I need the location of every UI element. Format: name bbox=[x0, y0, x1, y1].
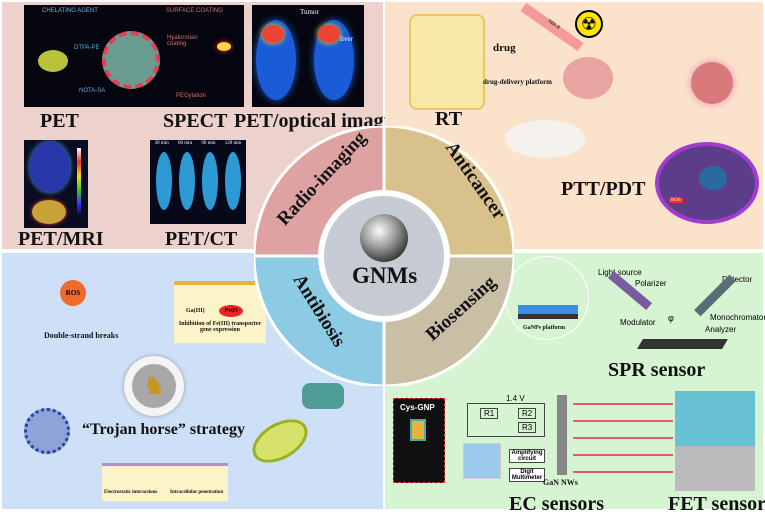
pet-mri-label: PET/MRI bbox=[18, 228, 104, 250]
liver-label: liver bbox=[340, 35, 353, 43]
spr-label: SPR sensor bbox=[608, 359, 706, 381]
bacteria-cluster bbox=[302, 383, 344, 409]
fet-diagram bbox=[675, 391, 755, 491]
angle-label: φ bbox=[668, 313, 674, 323]
ga-label: Ga(III) bbox=[186, 308, 205, 314]
polarizer-label: Polarizer bbox=[635, 279, 667, 288]
detector-icon bbox=[694, 274, 736, 317]
nanowire bbox=[557, 395, 567, 475]
pet-ct-image: 30 min 60 min 90 min 120 min bbox=[150, 140, 246, 224]
mouse-icon bbox=[505, 120, 585, 158]
cys-gnp-label: Cys-GNP bbox=[400, 403, 435, 412]
radiation-icon: ☢ bbox=[575, 10, 603, 38]
bacterium-icon bbox=[245, 410, 315, 472]
inhibition-label: Inhibition of Fe(III) transporter gene e… bbox=[178, 321, 262, 333]
ec-label: EC sensors bbox=[509, 493, 605, 515]
dna-strands bbox=[573, 393, 673, 475]
ptt-pdt-label: PTT/PDT bbox=[561, 178, 646, 200]
ros-sphere: ROS bbox=[60, 280, 86, 306]
anticancer-panel: RT drug drug-delivery platform NIR-II ☢ … bbox=[385, 2, 763, 249]
tumor-cluster bbox=[563, 57, 613, 99]
trojan-horse-badge: ♞ bbox=[124, 356, 184, 416]
trojan-label: “Trojan horse” strategy bbox=[82, 421, 245, 438]
voltage-label: 1.4 V bbox=[506, 394, 525, 403]
antibiosis-panel: ROS Double-strand breaks Ga(III) PvdS In… bbox=[2, 253, 383, 509]
dsb-label: Double-strand breaks bbox=[44, 331, 119, 340]
hyaluronan-label: Hyaluronan coating bbox=[167, 35, 198, 47]
pet-optical-image: Tumor liver bbox=[252, 5, 364, 107]
transporter-panel: Ga(III) PvdS Inhibition of Fe(III) trans… bbox=[174, 281, 266, 343]
pvds-label: PvdS bbox=[219, 305, 243, 317]
peg-label: PEGylation bbox=[176, 93, 207, 99]
ct-time-label: 120 min bbox=[224, 141, 242, 146]
beaker bbox=[463, 443, 501, 479]
dtpa-label: DTPA-PE bbox=[74, 45, 100, 51]
r3-label: R3 bbox=[518, 422, 537, 433]
ct-time-label: 60 min bbox=[178, 141, 193, 146]
amplifier-box: Amplifying circuit bbox=[509, 449, 545, 463]
cancer-cell: ROS bbox=[655, 142, 759, 224]
ct-time-label: 30 min bbox=[154, 141, 169, 146]
ros-label: ROS bbox=[669, 198, 683, 203]
monochromator-label: Monochromator bbox=[710, 313, 765, 322]
nota-label: NOTA-SA bbox=[79, 88, 106, 94]
spect-label: SPECT bbox=[163, 110, 228, 132]
intracellular-label: Intracellular penetration bbox=[170, 490, 224, 495]
pet-label: PET bbox=[40, 110, 79, 132]
drug-label: drug bbox=[493, 42, 516, 54]
pet-mri-image bbox=[24, 140, 88, 228]
detector-label: Detector bbox=[722, 275, 753, 284]
spr-chip bbox=[637, 339, 728, 349]
platform-label: drug-delivery platform bbox=[483, 78, 553, 86]
horse-icon: ♞ bbox=[132, 364, 176, 408]
gan-label: GaN NWs bbox=[543, 478, 578, 487]
tumor-label: Tumor bbox=[300, 8, 319, 16]
ganps-label: GaNPs platform bbox=[523, 325, 566, 331]
chelating-label: CHELATING AGENT bbox=[42, 8, 98, 14]
cell-diagram bbox=[409, 14, 485, 110]
multimeter-box: Digit Multimeter bbox=[509, 468, 545, 482]
radio-imaging-panel: CHELATING AGENT SURFACE COATING DTPA-PE … bbox=[2, 2, 410, 250]
r2-label: R2 bbox=[518, 408, 537, 419]
fet-label: FET sensor bbox=[668, 493, 765, 515]
rt-label: RT bbox=[435, 108, 463, 130]
membrane-panel: Electrostatic interactions Intracellular… bbox=[102, 463, 228, 501]
electrostatic-label: Electrostatic interactions bbox=[104, 490, 158, 495]
pet-ct-label: PET/CT bbox=[165, 228, 238, 250]
light-source-label: Light source bbox=[598, 268, 642, 277]
surface-label: SURFACE COATING bbox=[166, 8, 223, 14]
modulator-label: Modulator bbox=[620, 318, 656, 327]
ros-cluster bbox=[691, 62, 733, 104]
r1-label: R1 bbox=[480, 408, 499, 419]
pet-spect-image: CHELATING AGENT SURFACE COATING DTPA-PE … bbox=[24, 5, 244, 107]
nir-laser: NIR-II bbox=[520, 2, 584, 52]
circuit-diagram: 1.4 V R1 R2 R3 bbox=[467, 394, 545, 437]
cys-gnp-photo: Cys-GNP bbox=[393, 398, 445, 483]
virus-icon bbox=[24, 408, 70, 454]
category-ring bbox=[254, 126, 514, 386]
analyzer-label: Analyzer bbox=[705, 325, 737, 334]
ganps-circle: GaNPs platform bbox=[505, 256, 589, 340]
nir-label: NIR-II bbox=[546, 18, 561, 31]
ct-time-label: 90 min bbox=[201, 141, 216, 146]
gnms-title: GNMs bbox=[352, 263, 418, 288]
gold-nanosphere-icon bbox=[360, 214, 408, 262]
